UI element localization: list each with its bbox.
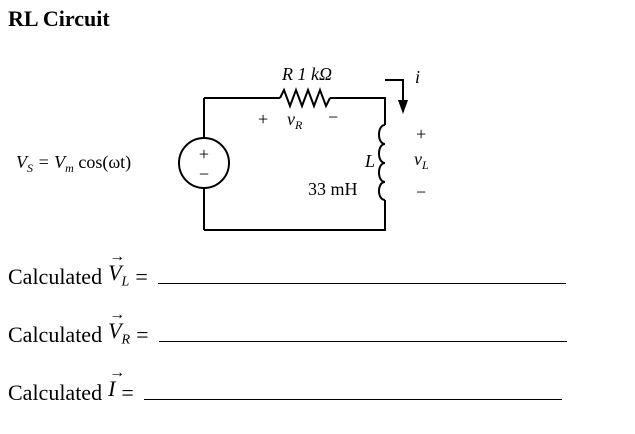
vector-symbol: →VL — [108, 247, 130, 289]
vl-label: vL — [414, 149, 429, 172]
source-plus: + — [199, 144, 209, 164]
vr-minus: − — [328, 107, 338, 127]
answer-row-i: Calculated →I = — [8, 363, 562, 406]
answer-prefix: Calculated — [8, 264, 103, 289]
current-arrow-head — [398, 100, 408, 114]
vector-arrow-icon: → — [109, 305, 126, 323]
wire-bottom — [204, 200, 386, 231]
current-label: i — [415, 67, 420, 87]
inductor-name: L — [364, 151, 375, 171]
resistor-label: R 1 kΩ — [281, 64, 332, 84]
equals-sign: = — [135, 264, 148, 289]
answer-prefix: Calculated — [8, 322, 103, 347]
answer-blank-i[interactable] — [143, 398, 562, 400]
wire-top-right — [330, 97, 386, 125]
inductor-value: 33 mH — [308, 179, 358, 199]
vector-symbol: →VR — [108, 305, 131, 347]
vr-plus: + — [258, 109, 268, 129]
answer-prefix: Calculated — [8, 380, 103, 405]
vl-minus: − — [416, 182, 426, 202]
resistor-symbol — [279, 87, 331, 109]
inductor-symbol — [378, 124, 386, 201]
page-title: RL Circuit — [8, 6, 110, 31]
vector-arrow-icon: → — [109, 363, 126, 381]
source-minus: − — [199, 164, 209, 184]
vl-plus: + — [416, 124, 426, 144]
vector-symbol: →I — [108, 363, 126, 401]
vector-arrow-icon: → — [109, 247, 126, 265]
current-arrow-line — [385, 79, 404, 102]
answer-blank-vr[interactable] — [158, 340, 567, 342]
equals-sign: = — [121, 380, 134, 405]
vr-label: vR — [287, 109, 303, 132]
source-label: VS = Vm cos(ωt) — [16, 152, 131, 175]
equals-sign: = — [136, 322, 149, 347]
voltage-source-symbol — [178, 137, 230, 189]
answer-row-vr: Calculated →VR = — [8, 305, 567, 348]
answer-row-vl: Calculated →VL = — [8, 247, 566, 290]
answer-blank-vl[interactable] — [157, 282, 566, 284]
